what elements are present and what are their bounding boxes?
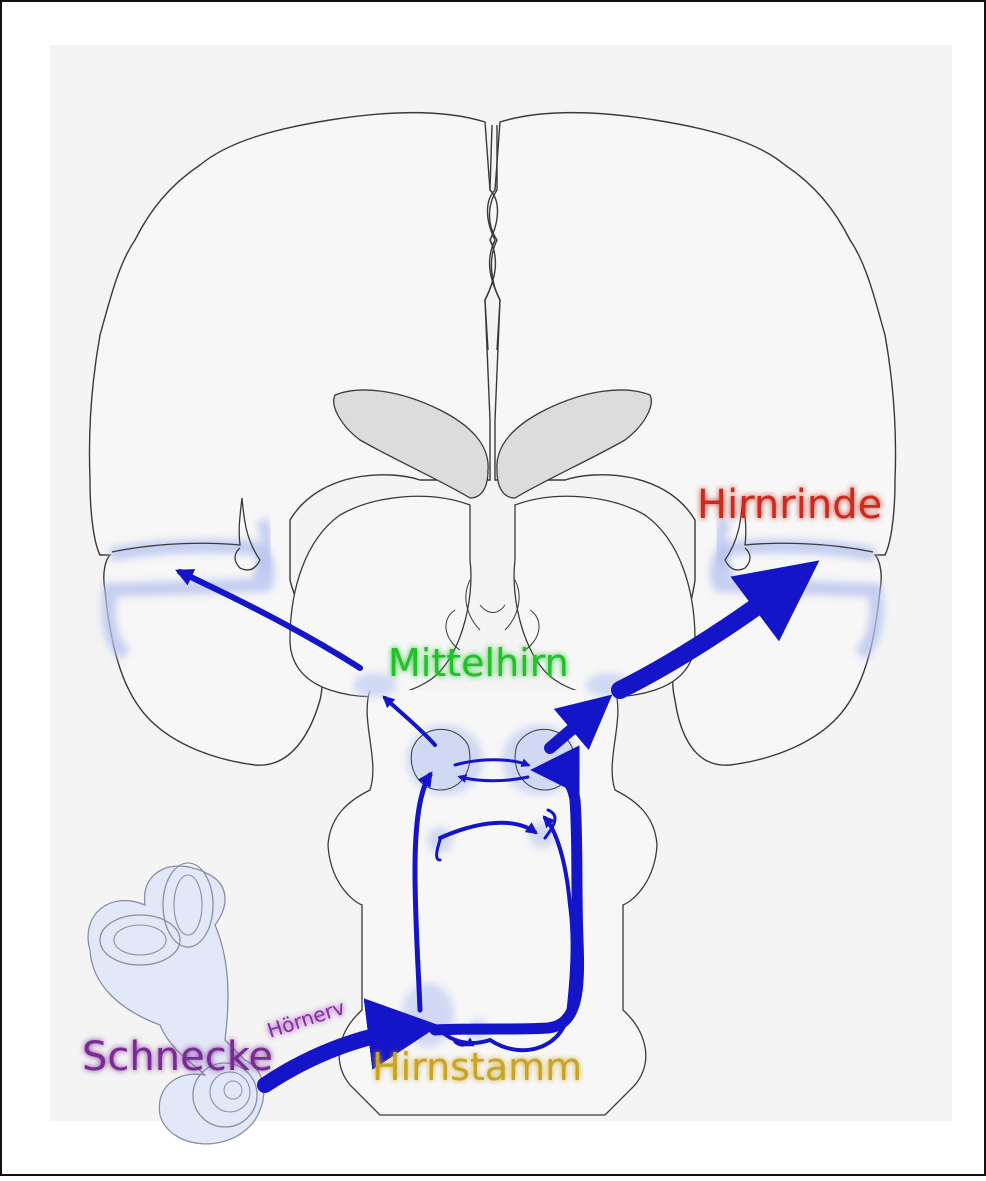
label-mittelhirn: Mittelhirn xyxy=(388,641,569,685)
label-hirnrinde: Hirnrinde xyxy=(697,482,882,528)
label-hirnstamm: Hirnstamm xyxy=(372,1045,582,1089)
label-schnecke: Schnecke xyxy=(82,1034,273,1080)
